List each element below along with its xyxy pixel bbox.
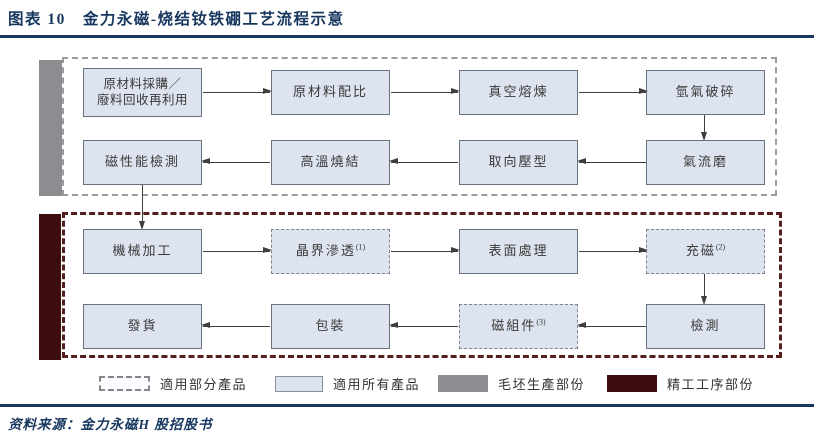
node-label: 表面處理 xyxy=(488,243,549,259)
node-hydrogen-decrepitation: 氫氣破碎 xyxy=(646,70,765,115)
footnote-superscript: (1) xyxy=(355,243,366,253)
footnote-superscript: (3) xyxy=(536,318,546,328)
arrow-left-icon xyxy=(389,158,458,165)
node-label: 真空熔煉 xyxy=(488,84,549,100)
node-jet-milling: 氣流磨 xyxy=(646,140,765,185)
node-label: 機械加工 xyxy=(112,243,173,259)
legend-label: 適用所有產品 xyxy=(333,377,421,392)
arrow-right-icon xyxy=(579,247,648,254)
node-label: 高溫燒結 xyxy=(300,154,361,170)
arrow-right-icon xyxy=(391,88,460,95)
footnote-superscript: (2) xyxy=(715,243,726,253)
node-label: 氣流磨 xyxy=(682,154,728,170)
source-citation: 资料来源：金力永磁H 股招股书 xyxy=(8,417,213,432)
node-label-line1: 原材料採購／ xyxy=(103,76,182,91)
node-vacuum-melting: 真空熔煉 xyxy=(459,70,578,115)
blank-production-sidebar xyxy=(39,60,62,196)
node-magnetic-testing: 磁性能檢測 xyxy=(83,140,202,185)
figure-title: 图表 10 金力永磁-烧结钕铁硼工艺流程示意 xyxy=(8,11,345,28)
node-label: 發貨 xyxy=(127,318,158,334)
arrow-left-icon xyxy=(201,322,270,329)
node-label: 磁性能檢測 xyxy=(104,154,180,170)
arrow-left-icon xyxy=(201,158,270,165)
precision-process-group-frame xyxy=(62,212,782,358)
legend-maroon-swatch xyxy=(607,375,657,392)
node-label: 磁組件(3) xyxy=(491,318,546,334)
legend-item-all-products: 適用所有產品 xyxy=(275,374,420,393)
legend-item-blank-production: 毛坯生產部份 xyxy=(438,374,585,393)
node-label: 充磁(2) xyxy=(685,243,726,259)
precision-process-sidebar xyxy=(39,214,61,360)
node-shipping: 發貨 xyxy=(83,304,202,349)
legend-label: 精工工序部份 xyxy=(667,377,755,392)
node-packaging: 包裝 xyxy=(271,304,390,349)
footer-divider xyxy=(0,404,814,407)
arrow-left-icon xyxy=(577,158,646,165)
legend-gray-swatch xyxy=(438,375,488,392)
arrow-down-icon xyxy=(138,185,145,230)
legend-solid-swatch xyxy=(275,375,323,392)
node-magnetization: 充磁(2) xyxy=(646,229,765,274)
node-label: 晶界滲透(1) xyxy=(295,243,366,259)
arrow-down-icon xyxy=(700,274,707,305)
node-label: 取向壓型 xyxy=(488,154,549,170)
legend-label: 毛坯生產部份 xyxy=(498,377,586,392)
node-magnetic-assembly: 磁組件(3) xyxy=(459,304,578,349)
legend-item-partial-products: 適用部分產品 xyxy=(99,374,247,393)
blank-production-group-frame xyxy=(62,57,777,196)
arrow-left-icon xyxy=(389,322,458,329)
legend-dashed-swatch xyxy=(99,376,150,391)
arrow-down-icon xyxy=(700,115,707,141)
node-label: 檢測 xyxy=(690,318,721,334)
node-orientation-pressing: 取向壓型 xyxy=(459,140,578,185)
legend-label: 適用部分產品 xyxy=(160,377,248,392)
node-raw-material-ratio: 原材料配比 xyxy=(271,70,390,115)
node-machining: 機械加工 xyxy=(83,229,202,274)
arrow-right-icon xyxy=(203,88,272,95)
node-label: 原材料配比 xyxy=(292,84,368,100)
node-grain-boundary-diffusion: 晶界滲透(1) xyxy=(271,229,390,274)
node-high-temp-sintering: 高溫燒結 xyxy=(271,140,390,185)
arrow-right-icon xyxy=(391,247,460,254)
node-inspection: 檢測 xyxy=(646,304,765,349)
node-raw-material-procurement: 原材料採購／ 廢料回收再利用 xyxy=(83,68,202,117)
node-label: 包裝 xyxy=(315,318,346,334)
node-surface-treatment: 表面處理 xyxy=(459,229,578,274)
arrow-right-icon xyxy=(579,88,648,95)
arrow-right-icon xyxy=(203,247,272,254)
arrow-left-icon xyxy=(577,322,646,329)
title-divider xyxy=(0,35,814,38)
legend-item-precision-process: 精工工序部份 xyxy=(607,374,754,393)
node-label: 氫氣破碎 xyxy=(675,84,736,100)
node-label-line2: 廢料回收再利用 xyxy=(96,92,188,107)
